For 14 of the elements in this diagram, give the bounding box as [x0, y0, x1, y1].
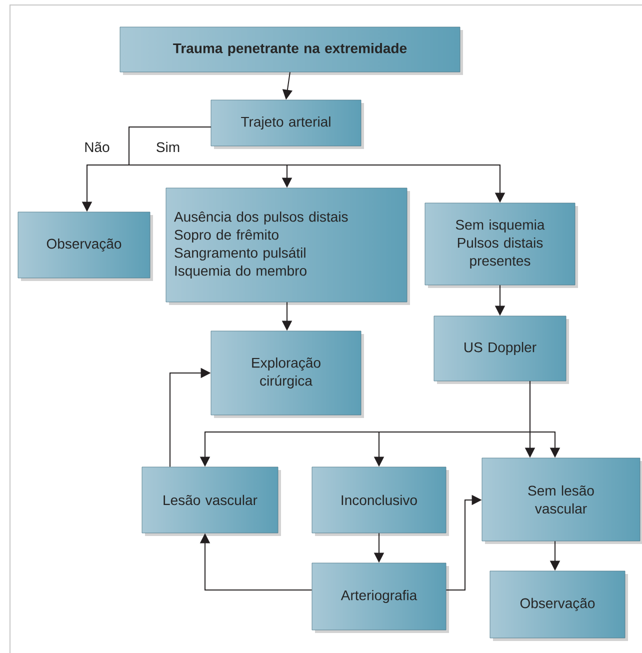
title-box: Trauma penetrante na extremidade: [120, 26, 463, 75]
edge-label: Sim: [154, 140, 182, 154]
process-box: Inconclusivo: [312, 466, 449, 536]
process-box: Sem lesão vascular: [482, 458, 642, 544]
process-box: Trajeto arterial: [210, 100, 364, 149]
process-box: Exploração cirúrgica: [210, 330, 364, 418]
process-box: Observação: [490, 570, 628, 641]
process-box: Sem isquemia Pulsos distais presentes: [424, 202, 578, 288]
process-box: Arteriografia: [312, 562, 449, 633]
process-box: Ausência dos pulsos distais Sopro de frêmito Sangramento pulsátil Isquemia do membro: [166, 188, 410, 305]
process-box: Observação: [18, 212, 153, 281]
process-box: US Doppler: [434, 316, 569, 384]
edge-label: Não: [83, 140, 111, 154]
process-box: Lesão vascular: [142, 466, 281, 536]
